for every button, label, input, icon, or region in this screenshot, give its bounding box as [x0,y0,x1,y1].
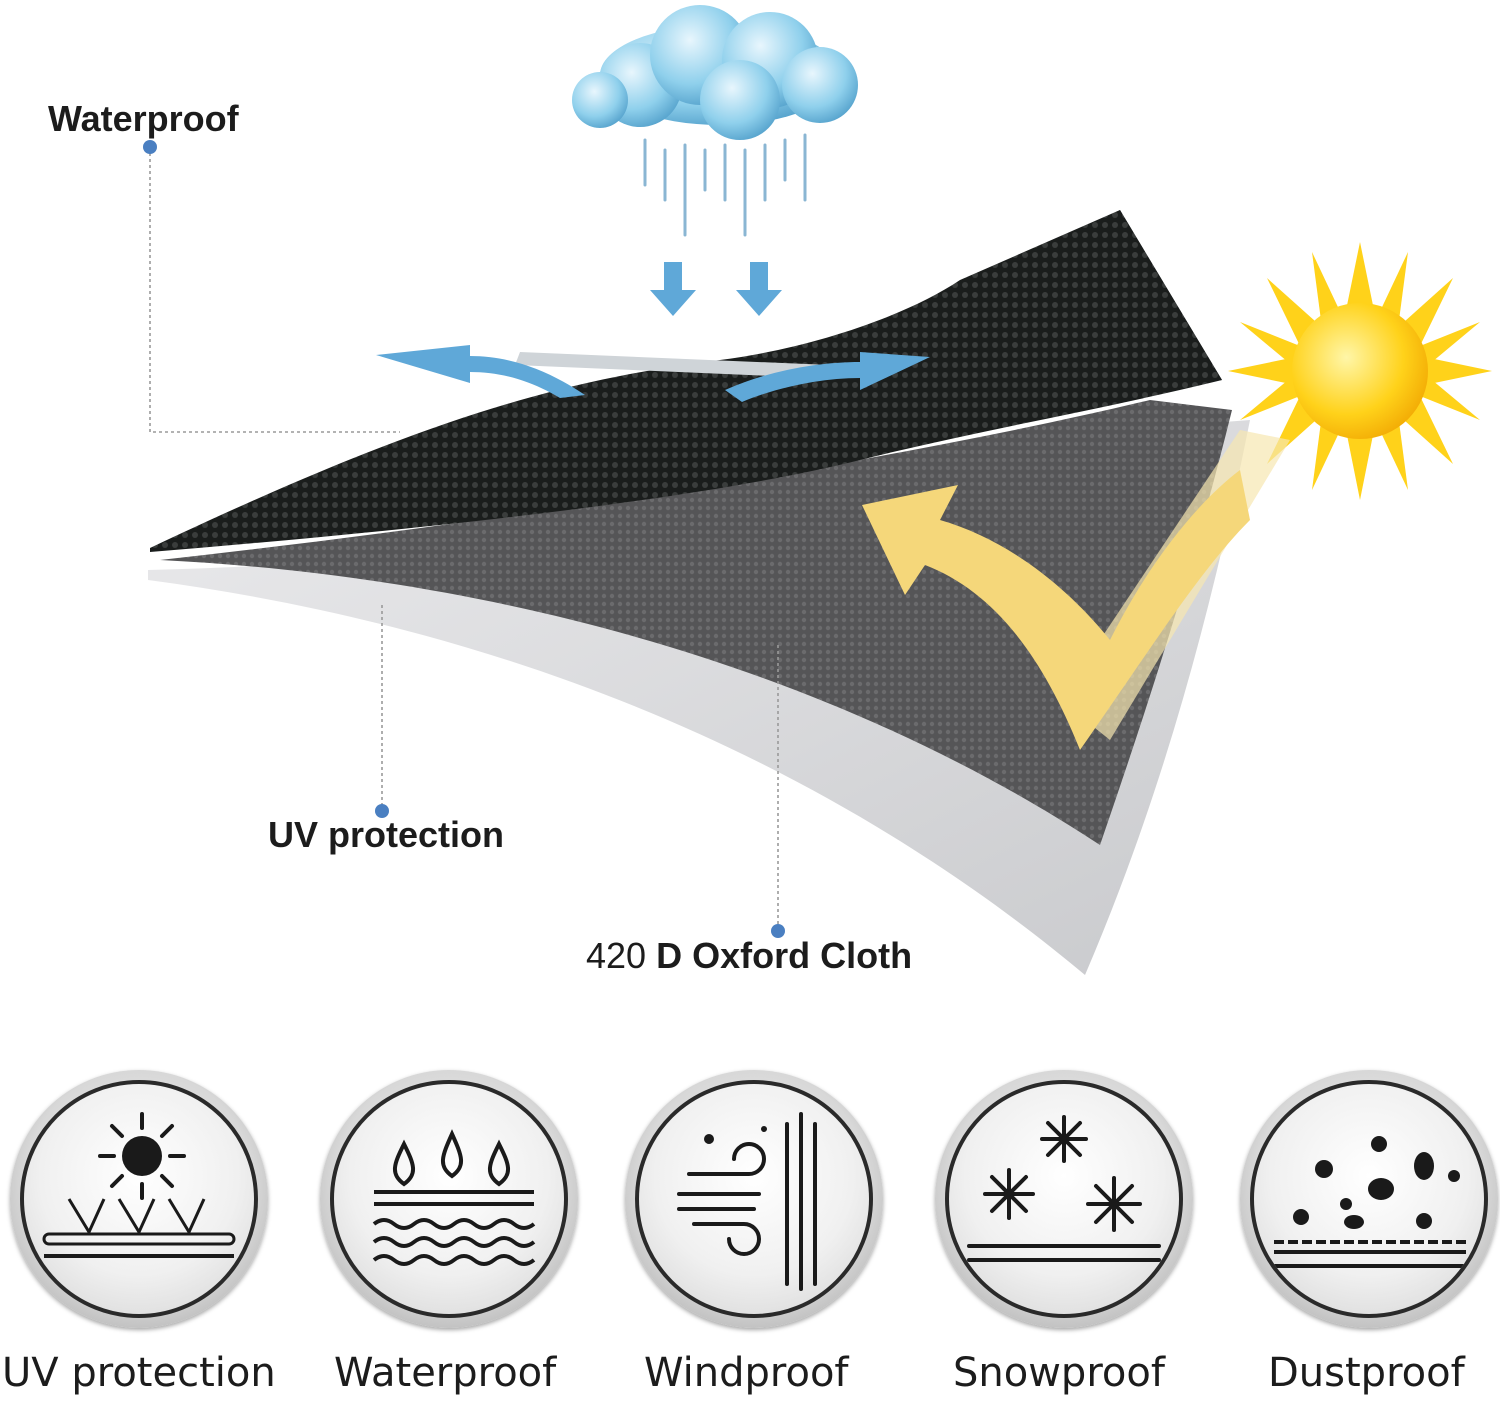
water-runoff-arrows [376,345,930,402]
sun-icon [1228,242,1492,500]
callout-waterproof: Waterproof [48,98,239,139]
feature-windproof [625,1070,885,1342]
feature-label-uv-protection: UV protection [2,1350,276,1396]
uv-protection-icon [42,1112,236,1258]
callout-uv-protection: UV protection [268,814,505,855]
rain-cloud-icon [572,5,858,237]
feature-label-dustproof: Dustproof [1268,1350,1465,1396]
dustproof-icon [1274,1136,1466,1268]
callout-dot-bottom [771,924,785,938]
callout-dot-top [143,140,157,154]
feature-waterproof [320,1070,580,1342]
callout-oxford-cloth: 420 D Oxford Cloth [586,935,912,977]
water-down-arrows [650,262,782,316]
windproof-icon [677,1112,817,1291]
uv-reflect-arrow [862,470,1250,750]
feature-label-snowproof: Snowproof [953,1350,1165,1396]
waterproof-icon [372,1129,536,1266]
fabric-diagram: Waterproof UV protection 420 D Oxford Cl… [48,5,1492,977]
fabric-layers-illustration [148,5,1492,975]
callout-dot-middle [375,804,389,818]
feature-snowproof [935,1070,1195,1342]
cloth-type: D Oxford Cloth [656,935,913,976]
feature-label-windproof: Windproof [644,1350,849,1396]
snowproof-icon [967,1115,1161,1262]
feature-dustproof [1240,1070,1500,1342]
denier-number: 420 [586,935,647,976]
feature-uv-protection [10,1070,270,1342]
feature-label-waterproof: Waterproof [334,1350,557,1396]
